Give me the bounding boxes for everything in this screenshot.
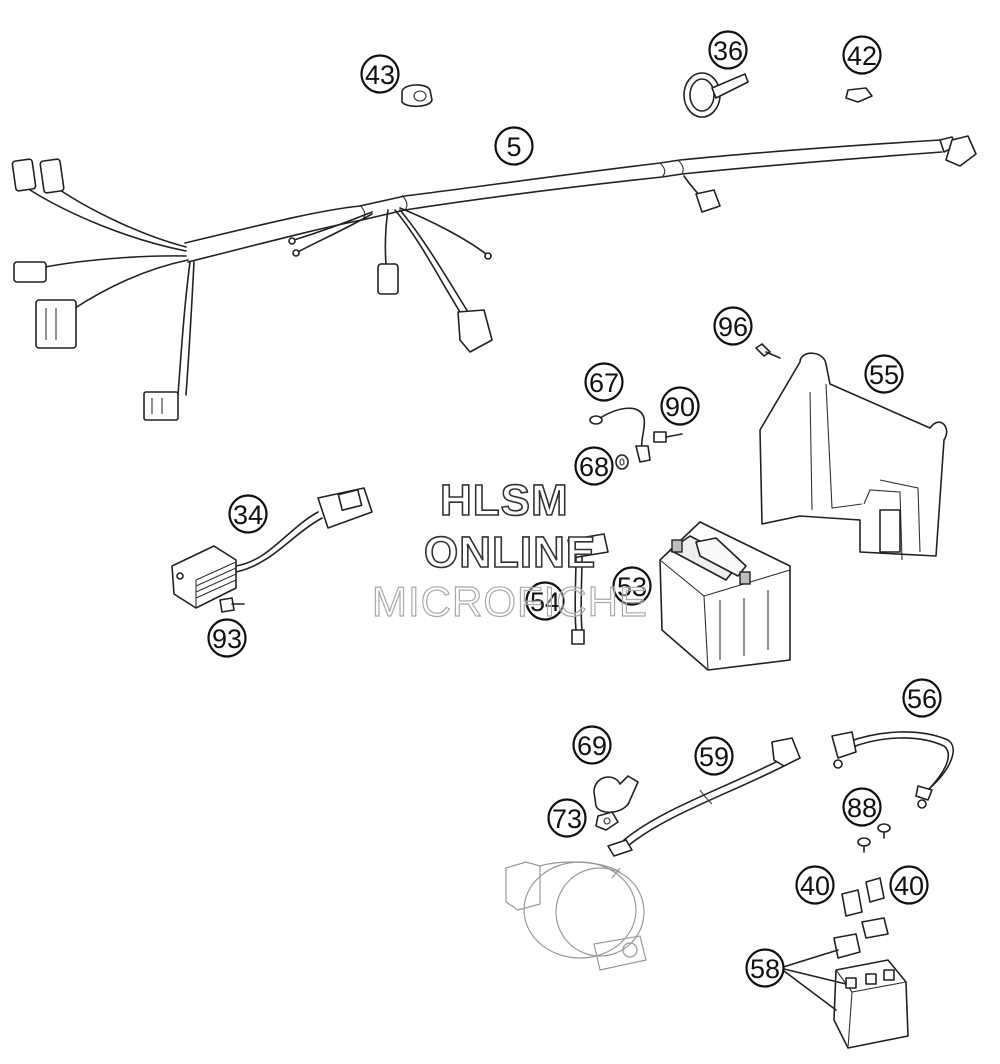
starter-motor <box>505 861 647 971</box>
callout-label: 53 <box>617 572 647 602</box>
callout-circle <box>360 54 400 94</box>
washer-68 <box>615 454 629 470</box>
callout-label: 43 <box>365 60 395 90</box>
cable-67 <box>589 407 651 463</box>
callout-circle <box>584 362 624 402</box>
callout-label: 56 <box>907 684 937 714</box>
callout-label: 69 <box>577 731 607 761</box>
callout-label: 54 <box>530 587 560 617</box>
cable-56 <box>831 731 954 809</box>
callout-c53: 53 <box>612 566 652 606</box>
callout-circle <box>612 566 652 606</box>
callout-label: 40 <box>894 871 924 901</box>
callout-circle <box>713 306 753 346</box>
regulator-rectifier-34 <box>171 487 373 609</box>
callout-c42: 42 <box>842 35 882 75</box>
cable-59 <box>607 737 801 857</box>
callout-c58: 58 <box>745 948 785 988</box>
callout-label: 5 <box>506 132 521 162</box>
callout-c68: 68 <box>574 446 614 486</box>
battery-53 <box>659 521 791 671</box>
callout-circle <box>708 30 748 70</box>
callout-circle <box>494 126 534 166</box>
screw-96 <box>755 343 781 359</box>
callout-label: 90 <box>665 392 695 422</box>
callout-c54: 54 <box>525 581 565 621</box>
callout-circle <box>207 618 247 658</box>
callout-label: 68 <box>579 452 609 482</box>
fuses-40 <box>841 877 889 939</box>
callout-circle <box>660 386 700 426</box>
callout-circle <box>525 581 565 621</box>
callout-circle <box>864 354 904 394</box>
callout-label: 42 <box>847 41 877 71</box>
callout-label: 73 <box>552 804 582 834</box>
callout-circle <box>795 865 835 905</box>
watermark-line-1: HLSM <box>439 475 569 526</box>
clip-42 <box>845 87 873 103</box>
callout-label: 93 <box>212 624 242 654</box>
callout-c34: 34 <box>228 494 268 534</box>
screw-90 <box>653 431 683 443</box>
callout-c67: 67 <box>584 362 624 402</box>
part-number-callouts: 43 36 42 5 96 55 67 90 68 34 54 53 93 56 69 59 73 88 40 40 5… <box>207 30 942 988</box>
callout-c69: 69 <box>572 725 612 765</box>
callout-c93: 93 <box>207 618 247 658</box>
watermark-line-2: ONLINE <box>423 527 597 578</box>
callout-circle <box>574 446 614 486</box>
callout-circle <box>745 948 785 988</box>
callout-label: 55 <box>869 360 899 390</box>
callout-c55: 55 <box>864 354 904 394</box>
nut-73 <box>595 811 619 831</box>
callout-c40a: 40 <box>795 865 835 905</box>
callout-circle <box>842 787 882 827</box>
callout-c56: 56 <box>902 678 942 718</box>
callout-label: 67 <box>589 368 619 398</box>
cable-tie-36 <box>683 72 749 118</box>
callout-c36: 36 <box>708 30 748 70</box>
callout-label: 36 <box>713 36 743 66</box>
watermark-line-3: MICROFICHE <box>371 577 648 625</box>
wiring-harness <box>11 135 977 421</box>
callout-c90: 90 <box>660 386 700 426</box>
callout-leaders-58 <box>779 949 847 1011</box>
callout-circle <box>228 494 268 534</box>
screws-88 <box>857 823 891 853</box>
callout-c73: 73 <box>547 798 587 838</box>
clip-43 <box>401 84 433 108</box>
callout-c43: 43 <box>360 54 400 94</box>
callout-circle <box>902 678 942 718</box>
starter-relay-58 <box>833 933 909 1049</box>
fuse-54 <box>567 533 609 645</box>
callout-label: 34 <box>233 500 263 530</box>
callout-c40b: 40 <box>889 865 929 905</box>
callout-circle <box>889 865 929 905</box>
battery-holder-55 <box>759 352 948 561</box>
callout-c59: 59 <box>694 736 734 776</box>
callout-label: 88 <box>847 793 877 823</box>
callout-label: 58 <box>750 954 780 984</box>
callout-circle <box>842 35 882 75</box>
callout-c88: 88 <box>842 787 882 827</box>
callout-label: 40 <box>800 871 830 901</box>
callout-circle <box>547 798 587 838</box>
callout-label: 96 <box>718 312 748 342</box>
callout-label: 59 <box>699 742 729 772</box>
callout-circle <box>572 725 612 765</box>
cap-69 <box>593 775 639 813</box>
callout-circle <box>694 736 734 776</box>
bolt-93 <box>219 597 245 613</box>
callout-c5: 5 <box>494 126 534 166</box>
callout-c96: 96 <box>713 306 753 346</box>
